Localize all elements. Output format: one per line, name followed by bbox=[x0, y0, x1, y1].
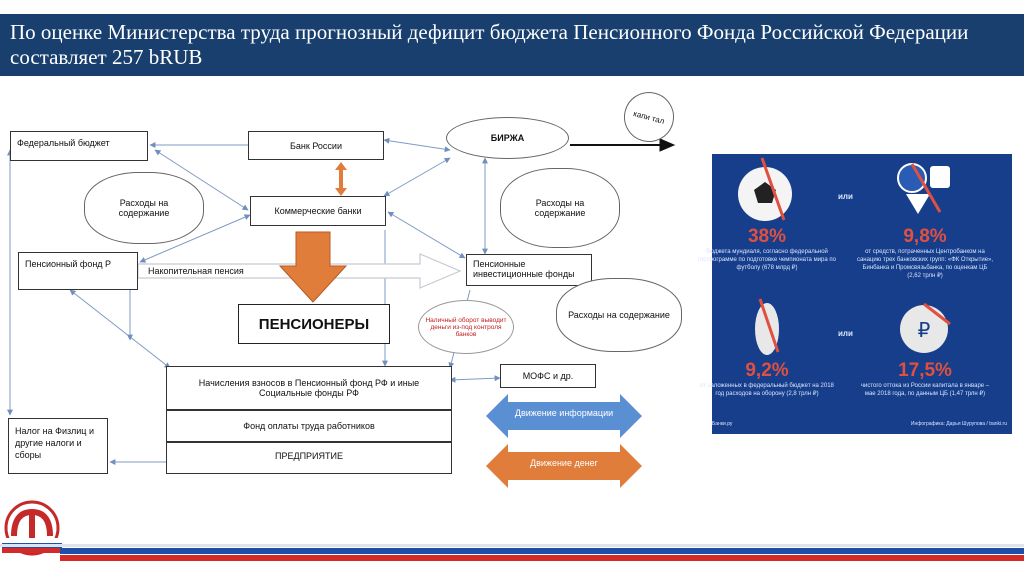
mofs-box: МОФС и др. bbox=[500, 364, 596, 388]
mofs-label: МОФС и др. bbox=[522, 371, 574, 381]
expenses-cloud-1: Расходы на содержание bbox=[84, 172, 204, 244]
commercial-banks-label: Коммерческие банки bbox=[274, 206, 362, 216]
stat-2-text: от средств, потраченных Центробанком на … bbox=[856, 249, 994, 279]
stat-3-text: от заложенных в федеральный бюджет на 20… bbox=[700, 383, 834, 397]
info-flow-label: Движение информации bbox=[514, 408, 614, 418]
birzha-ellipse: БИРЖА bbox=[446, 117, 569, 159]
capital-outflow-icon: ₽ bbox=[900, 302, 951, 353]
footer-stripe-red bbox=[60, 555, 1024, 561]
bank-logos-icon bbox=[897, 163, 950, 214]
expenses-cloud-3-label: Расходы на содержание bbox=[568, 310, 670, 320]
or-label-1: или bbox=[838, 192, 853, 201]
bank-russia-label: Банк России bbox=[290, 140, 342, 151]
pension-fund-label: Пенсионный фонд Р bbox=[25, 259, 112, 269]
svg-text:₽: ₽ bbox=[918, 318, 931, 342]
pension-fund-box: Пенсионный фонд Р bbox=[18, 252, 138, 290]
npf-box: Пенсионные инвестиционные фонды bbox=[466, 254, 592, 286]
source-credit: Инфографика: Дарья Шурупова / banki.ru bbox=[910, 421, 1007, 427]
diagram-connectors bbox=[7, 137, 676, 465]
stat-1-percent: 38% bbox=[747, 226, 787, 247]
infographic-panel: ₽ или или 38% бюджета мундиаля, согласно… bbox=[698, 154, 1012, 434]
stat-2-percent: 9,8% bbox=[903, 226, 947, 247]
accum-pension-label: Накопительная пенсия bbox=[148, 266, 244, 276]
federal-budget-box: Федеральный бюджет bbox=[10, 131, 148, 161]
expenses-cloud-2-label: Расходы на содержание bbox=[534, 198, 586, 218]
stat-3-percent: 9,2% bbox=[745, 360, 789, 381]
commercial-banks-box: Коммерческие банки bbox=[250, 196, 386, 226]
payroll-label: Фонд оплаты труда работников bbox=[243, 421, 375, 431]
cash-note-ellipse: Наличный оборот выводит деньги из-под ко… bbox=[418, 300, 514, 354]
expenses-cloud-1-label: Расходы на содержание bbox=[118, 198, 170, 218]
page-title: По оценке Министерства труда прогнозный … bbox=[10, 20, 969, 69]
stat-4-percent: 17,5% bbox=[898, 360, 952, 381]
kapital-label: капи тал bbox=[632, 108, 666, 126]
source-left: Банки.ру bbox=[712, 421, 733, 427]
enterprise-label: ПРЕДПРИЯТИЕ bbox=[275, 451, 343, 461]
pensioners-label: ПЕНСИОНЕРЫ bbox=[258, 315, 370, 333]
birzha-label: БИРЖА bbox=[490, 133, 525, 143]
bank-russia-box: Банк России bbox=[248, 131, 384, 160]
enterprise-box: ПРЕДПРИЯТИЕ bbox=[166, 442, 452, 474]
tax-label: Налог на Физлиц и другие налоги и сборы bbox=[15, 426, 94, 460]
football-icon bbox=[738, 157, 792, 221]
header-bar: По оценке Министерства труда прогнозный … bbox=[0, 14, 1024, 76]
or-label-2: или bbox=[838, 329, 853, 338]
federal-budget-label: Федеральный бюджет bbox=[17, 138, 110, 148]
npf-label: Пенсионные инвестиционные фонды bbox=[473, 259, 575, 279]
contributions-label: Начисления взносов в Пенсионный фонд РФ … bbox=[198, 378, 420, 398]
money-flow-arrow bbox=[486, 444, 642, 488]
footer-stripe-blue bbox=[60, 548, 1024, 554]
stat-4-text: чистого оттока из России капитала в янва… bbox=[860, 383, 990, 397]
money-flow-label: Движение денег bbox=[530, 458, 598, 468]
contributions-box: Начисления взносов в Пенсионный фонд РФ … bbox=[166, 366, 452, 410]
pfr-logo-icon bbox=[2, 500, 62, 556]
expenses-cloud-2: Расходы на содержание bbox=[500, 168, 620, 248]
payroll-box: Фонд оплаты труда работников bbox=[166, 410, 452, 442]
footer-stripe-white bbox=[0, 544, 1024, 547]
infographic-icons: ₽ bbox=[738, 157, 951, 355]
tax-box: Налог на Физлиц и другие налоги и сборы bbox=[8, 418, 108, 474]
info-flow-arrow bbox=[486, 394, 642, 438]
pensioners-box: ПЕНСИОНЕРЫ bbox=[238, 304, 390, 344]
stat-1-text: бюджета мундиаля, согласно федеральной г… bbox=[698, 249, 836, 271]
cash-note-label: Наличный оборот выводит деньги из-под ко… bbox=[425, 316, 507, 338]
missile-icon bbox=[755, 298, 780, 355]
expenses-cloud-3: Расходы на содержание bbox=[556, 278, 682, 352]
